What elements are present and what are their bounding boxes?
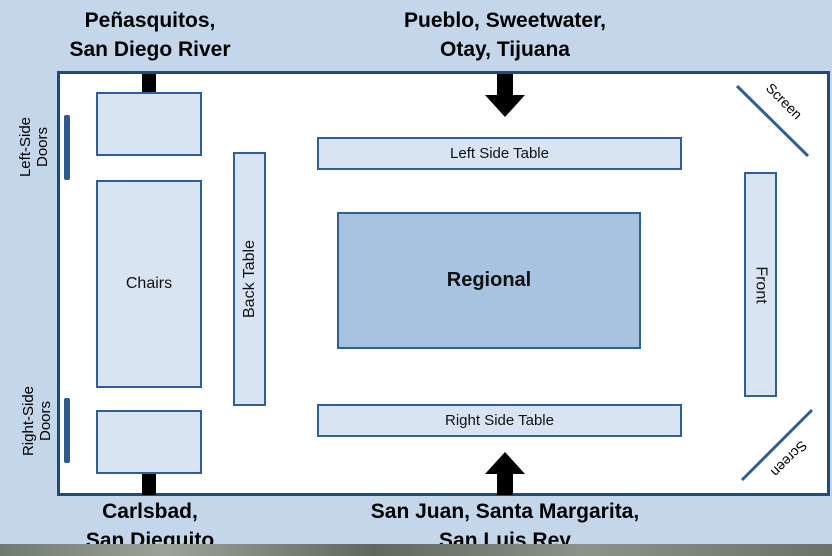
right-side-table-label: Right Side Table bbox=[445, 412, 554, 429]
arrow-up-icon bbox=[485, 452, 525, 495]
chairs-block: Chairs bbox=[96, 180, 202, 388]
screen-line-bottom bbox=[740, 408, 814, 482]
door-label-line: Doors bbox=[37, 401, 54, 442]
door-label-line: Right-Side bbox=[20, 385, 37, 457]
right-side-door bbox=[64, 398, 70, 463]
group-label-line: Carlsbad, bbox=[102, 500, 198, 523]
front-table: Front bbox=[744, 172, 777, 397]
group-label-top-center: Pueblo, Sweetwater, Otay, Tijuana bbox=[380, 6, 630, 64]
back-table-label: Back Table bbox=[240, 240, 258, 318]
regional-table: Regional bbox=[337, 212, 641, 349]
group-label-line: Pueblo, Sweetwater, bbox=[404, 9, 606, 32]
group-label-line: Otay, Tijuana bbox=[440, 38, 570, 61]
top-left-chair-block bbox=[96, 92, 202, 156]
screen-line-top bbox=[735, 84, 810, 158]
group-label-line: San Diego River bbox=[69, 38, 231, 61]
door-label-line: Left-Side bbox=[17, 116, 34, 178]
group-label-line: Peñasquitos, bbox=[84, 9, 216, 32]
right-side-table: Right Side Table bbox=[317, 404, 682, 437]
left-side-door bbox=[64, 115, 70, 180]
chairs-label: Chairs bbox=[125, 275, 173, 292]
right-doors-label: Right-Side Doors bbox=[20, 378, 54, 464]
arrow-down-icon bbox=[485, 74, 525, 117]
group-label-top-left: Peñasquitos, San Diego River bbox=[52, 6, 248, 64]
door-label-line: Doors bbox=[34, 127, 51, 168]
group-label-line: San Juan, Santa Margarita, bbox=[370, 500, 640, 523]
background-photo-strip bbox=[0, 544, 832, 556]
front-label: Front bbox=[752, 265, 770, 304]
left-side-table: Left Side Table bbox=[317, 137, 682, 170]
left-side-table-label: Left Side Table bbox=[450, 145, 549, 162]
bottom-left-chair-block bbox=[96, 410, 202, 474]
left-doors-label: Left-Side Doors bbox=[17, 107, 51, 187]
back-table: Back Table bbox=[233, 152, 266, 406]
regional-label: Regional bbox=[446, 269, 532, 291]
